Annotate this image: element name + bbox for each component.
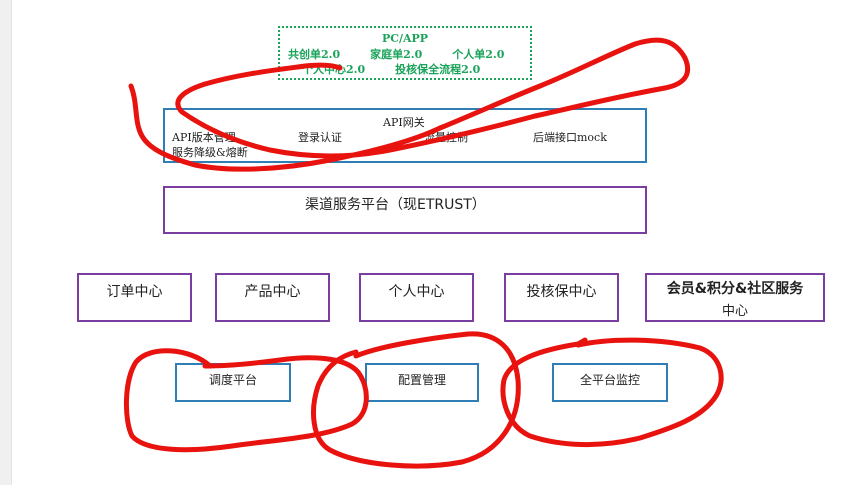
pc-app-row-1: 共创单2.0 家庭单2.0 个人单2.0: [288, 46, 504, 62]
order-center-box: 订单中心: [77, 273, 192, 322]
product-center-label: 产品中心: [244, 284, 301, 300]
member-center-label-line1: 会员&积分&社区服务: [666, 281, 804, 297]
scheduling-platform-box: 调度平台: [175, 363, 291, 402]
product-item-family: 家庭单2.0: [370, 48, 423, 61]
channel-platform-box: 渠道服务平台（现ETRUST）: [163, 186, 647, 234]
pc-app-box: PC/APP 共创单2.0 家庭单2.0 个人单2.0 个人中心2.0 投核保全流程2…: [278, 26, 532, 80]
product-item-underwriting-flow: 投核保全流程2.0: [395, 63, 481, 76]
underwriting-center-label: 投核保中心: [526, 284, 597, 300]
product-item-personal-center: 个人中心2.0: [302, 63, 366, 76]
order-center-label: 订单中心: [106, 284, 163, 300]
api-gateway-title: API网关: [383, 116, 425, 129]
api-item-degrade: 服务降级&熔断: [172, 146, 248, 159]
api-item-traffic: 流量控制: [424, 131, 468, 144]
product-item-personal: 个人单2.0: [452, 48, 505, 61]
monitoring-label: 全平台监控: [579, 373, 640, 387]
pc-app-title: PC/APP: [381, 32, 429, 45]
api-item-auth: 登录认证: [298, 131, 342, 144]
config-management-label: 配置管理: [397, 373, 446, 387]
pc-app-row-2: 个人中心2.0 投核保全流程2.0: [302, 61, 480, 77]
member-center-label-line2: 中心: [721, 304, 748, 319]
member-center-box: 会员&积分&社区服务 中心: [645, 273, 825, 322]
underwriting-center-box: 投核保中心: [504, 273, 619, 322]
api-gateway-box: API网关 API版本管理 登录认证 流量控制 后端接口mock 服务降级&熔断: [163, 108, 647, 163]
product-center-box: 产品中心: [215, 273, 330, 322]
config-management-box: 配置管理: [365, 363, 479, 402]
personal-center-label: 个人中心: [388, 284, 445, 300]
left-margin-rule: [0, 0, 12, 485]
scheduling-platform-label: 调度平台: [208, 373, 257, 387]
personal-center-box: 个人中心: [359, 273, 474, 322]
api-item-mock: 后端接口mock: [533, 131, 607, 144]
monitoring-box: 全平台监控: [552, 363, 668, 402]
api-item-version: API版本管理: [172, 131, 236, 144]
product-item-cocreate: 共创单2.0: [288, 48, 341, 61]
channel-platform-label: 渠道服务平台（现ETRUST）: [305, 197, 486, 213]
